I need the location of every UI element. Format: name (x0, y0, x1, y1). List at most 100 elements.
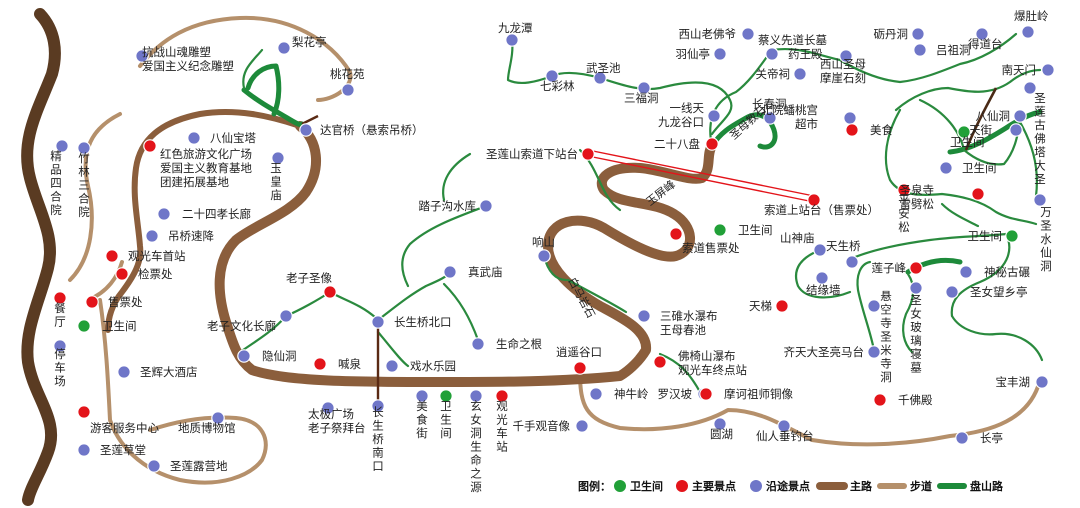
marker-mohe-spot-icon[interactable] (699, 387, 713, 401)
marker-laozi_shengxiang-spot-icon[interactable] (323, 285, 337, 299)
marker-shanshendian-spot-icon[interactable] (813, 243, 827, 257)
marker-taiji-spot-icon[interactable] (321, 401, 335, 415)
marker-shengnv-spot-icon[interactable] (909, 281, 923, 295)
marker-weishengjian2-toilet-icon[interactable] (439, 389, 453, 403)
marker-weishengjian6-toilet-icon[interactable] (1005, 229, 1019, 243)
marker-yandandong-spot-icon[interactable] (911, 27, 925, 41)
marker-qianshou-spot-icon[interactable] (575, 419, 589, 433)
label-tianjie: 天街 (969, 123, 992, 137)
marker-sanduoshui-spot-icon[interactable] (637, 309, 651, 323)
marker-zhulin-spot-icon[interactable] (77, 141, 91, 155)
marker-xileyuan-spot-icon[interactable] (385, 359, 399, 373)
marker-xuannv-spot-icon[interactable] (469, 389, 483, 403)
marker-changting-spot-icon[interactable] (955, 431, 969, 445)
marker-xiaoyao-spot-icon[interactable] (573, 361, 587, 375)
marker-dedaotai-spot-icon[interactable] (975, 27, 989, 41)
marker-changchundong-spot-icon[interactable] (763, 111, 777, 125)
marker-yinxiandong-spot-icon[interactable] (237, 349, 251, 363)
marker-yuhuangmiao-spot-icon[interactable] (271, 151, 285, 165)
label-daguanqiao: 达官桥（悬索吊桥） (320, 123, 424, 137)
marker-tianshengqiao-spot-icon[interactable] (845, 255, 859, 269)
marker-lihuating-spot-icon[interactable] (277, 41, 291, 55)
marker-kangzhan-spot-icon[interactable] (135, 49, 149, 63)
marker-shenglian_caotang-spot-icon[interactable] (77, 443, 91, 457)
marker-xuankongsi-spot-icon[interactable] (867, 299, 881, 313)
marker-yuanhu-spot-icon[interactable] (713, 417, 727, 431)
marker-xishan_laofo-spot-icon[interactable] (741, 27, 755, 41)
marker-wansheng-spot-icon[interactable] (1033, 193, 1047, 207)
marker-ershisi-spot-icon[interactable] (157, 207, 171, 221)
marker-shenmi-spot-icon[interactable] (959, 265, 973, 279)
marker-lianzifeng-spot-icon[interactable] (909, 261, 923, 275)
marker-jianpiaochu-spot-icon[interactable] (115, 267, 129, 281)
marker-sanfudong-spot-icon[interactable] (637, 81, 651, 95)
label-yandandong: 砺丹洞 (874, 27, 909, 41)
marker-shengnvwang-spot-icon[interactable] (945, 285, 959, 299)
marker-qitian-spot-icon[interactable] (867, 345, 881, 359)
marker-nantianmen-spot-icon[interactable] (1041, 63, 1055, 77)
marker-jiulongtan-spot-icon[interactable] (505, 33, 519, 47)
marker-shenglian_luying-spot-icon[interactable] (147, 459, 161, 473)
marker-tianjie-spot-icon[interactable] (1009, 123, 1023, 137)
marker-weishengjian5-spot-icon[interactable] (939, 161, 953, 175)
marker-tashagou-spot-icon[interactable] (479, 199, 493, 213)
marker-changsheng_bei-spot-icon[interactable] (371, 315, 385, 329)
marker-ershibapan-spot-icon[interactable] (705, 137, 719, 151)
marker-shengming-spot-icon[interactable] (471, 337, 485, 351)
marker-hongse-spot-icon[interactable] (143, 139, 157, 153)
label-wansheng: 万圣水仙洞 (1040, 205, 1052, 273)
label-suodao_shang: 索道上站台（售票处） (764, 203, 879, 217)
marker-meishi-spot-icon[interactable] (415, 389, 429, 403)
marker-pingansong-spot-icon[interactable] (897, 183, 911, 197)
marker-xiangshan-spot-icon[interactable] (537, 249, 551, 263)
marker-jingpin-spot-icon[interactable] (55, 139, 69, 153)
marker-shenghui-spot-icon[interactable] (117, 365, 131, 379)
marker-baxianbaota-spot-icon[interactable] (187, 131, 201, 145)
label-xuannv: 玄女洞生命之源 (470, 399, 482, 494)
label-dedaotai: 得道台 (968, 37, 1003, 51)
marker-weishengjian1-toilet-icon[interactable] (77, 319, 91, 333)
marker-shenniuling-spot-icon[interactable] (589, 387, 603, 401)
marker-changsheng_nan-spot-icon[interactable] (371, 399, 385, 413)
marker-qianfodian-spot-icon[interactable] (873, 393, 887, 407)
marker-weishengjian4-toilet-icon[interactable] (957, 125, 971, 139)
marker-jieyuan-spot-icon[interactable] (815, 271, 829, 285)
marker-taohuayuan-spot-icon[interactable] (341, 83, 355, 97)
marker-foyi-spot-icon[interactable] (653, 355, 667, 369)
marker-youke-spot-icon[interactable] (77, 405, 91, 419)
marker-beiyuan-spot-icon[interactable] (843, 111, 857, 125)
marker-yuquan-spot-icon[interactable] (313, 357, 327, 371)
marker-tianti-spot-icon[interactable] (775, 299, 789, 313)
marker-daguanqiao-spot-icon[interactable] (299, 123, 313, 137)
marker-dizhi-spot-icon[interactable] (211, 411, 225, 425)
marker-zhenwu-spot-icon[interactable] (443, 265, 457, 279)
marker-shengjie-spot-icon[interactable] (1023, 81, 1037, 95)
label-qitian: 齐天大圣亮马台 (784, 345, 865, 359)
marker-wushengchi-spot-icon[interactable] (593, 71, 607, 85)
marker-diaoqiao-spot-icon[interactable] (145, 229, 159, 243)
marker-weishengjian3-toilet-icon[interactable] (713, 223, 727, 237)
marker-guanguangche_zhan-spot-icon[interactable] (495, 389, 509, 403)
marker-shengquansi-spot-icon[interactable] (971, 187, 985, 201)
marker-qicaili-spot-icon[interactable] (545, 69, 559, 83)
marker-baofenghu-spot-icon[interactable] (1035, 375, 1049, 389)
marker-suodao_shang-spot-icon[interactable] (807, 193, 821, 207)
marker-meishi2-spot-icon[interactable] (845, 123, 859, 137)
marker-yaowangdian-spot-icon[interactable] (765, 47, 779, 61)
marker-canting-spot-icon[interactable] (53, 291, 67, 305)
marker-yixiantian-spot-icon[interactable] (707, 109, 721, 123)
marker-guandici-spot-icon[interactable] (793, 67, 807, 81)
marker-suodao_shoupiao-spot-icon[interactable] (669, 227, 683, 241)
marker-lvzudong-spot-icon[interactable] (913, 43, 927, 57)
marker-laozi_wenhua-spot-icon[interactable] (279, 309, 293, 323)
marker-shenglianshan_xia-spot-icon[interactable] (581, 147, 595, 161)
label-dizhi: 地质博物馆 (178, 421, 236, 435)
marker-tingchechang-spot-icon[interactable] (53, 339, 67, 353)
marker-xianren-spot-icon[interactable] (777, 419, 791, 433)
marker-baoduling-spot-icon[interactable] (1021, 25, 1035, 39)
marker-baxiandong-spot-icon[interactable] (1013, 109, 1027, 123)
marker-xishan_shengmu-spot-icon[interactable] (839, 49, 853, 63)
marker-yuxianting-spot-icon[interactable] (713, 47, 727, 61)
marker-guanguangche_shou-spot-icon[interactable] (105, 249, 119, 263)
marker-shoupiaochu-spot-icon[interactable] (85, 295, 99, 309)
